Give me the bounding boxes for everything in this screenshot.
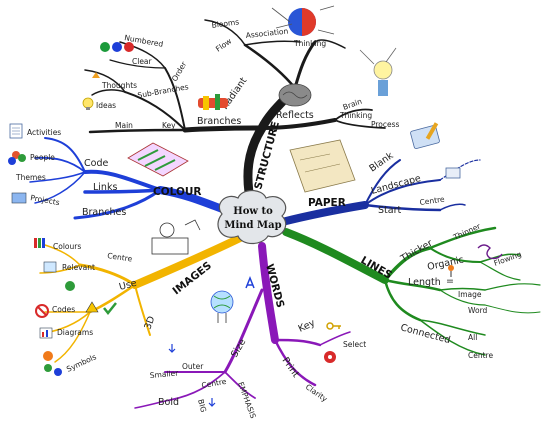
label-thinking-2: Thinking [339,111,372,120]
letter-a-icon [245,275,255,289]
label-size: Size [229,337,248,360]
label-branches: Branches [197,116,241,127]
organic-swirl-icon [477,244,503,260]
central-cloud-shape [217,189,287,245]
label-print: Print [280,355,302,379]
diagram-chart-icon [39,327,53,339]
warning-triangle-icon [85,301,99,313]
label-lines-centre: Centre [468,351,493,360]
label-words-centre: Centre [201,377,228,390]
label-ideas: Ideas [96,101,116,110]
red-button-icon [324,351,336,363]
label-reflects: Reflects [276,110,314,121]
label-organic: Organic [426,254,464,272]
label-symbols: Symbols [65,352,98,374]
people-icon [8,151,26,165]
colour-branch [29,137,240,220]
label-activities: Activities [27,128,61,137]
globe-figure-illustration-icon [210,290,234,323]
label-images-centre: Centre [107,251,133,263]
sort-arrows-small-icon [208,398,216,407]
picture-frame-icon [43,261,57,273]
label-emphasis: EMPHASIS [236,381,258,420]
paper-title: PAPER [308,197,346,209]
label-flow: Flow [214,36,233,53]
landscape-paper-icon [445,167,461,179]
paint-pencils-icon [34,238,45,248]
thought-hand-icon [92,72,100,78]
label-use: Use [118,278,138,293]
label-select: Select [343,340,366,349]
label-outer: Outer [182,362,204,371]
numbers-123-icon [100,42,134,52]
pencil-notebook-icon [410,122,440,150]
person-line-icon [448,265,454,277]
label-clarity: Clarity [304,382,330,404]
person-at-desk-illustration-icon [151,219,201,255]
colorful-ideas-doodle-icon [198,94,228,110]
label-connected: Connected [399,322,451,346]
sort-arrows-icon [168,344,176,353]
label-image: Image [458,290,482,299]
checkmark-icon [103,302,117,316]
label-association: Association [245,27,289,40]
label-process: Process [371,120,400,129]
label-colour-branches: Branches [82,207,126,218]
paper-branch [278,159,481,226]
no-sign-icon [35,304,49,318]
label-diagrams: Diagrams [57,328,93,337]
head-brain-illustration-icon [271,5,335,36]
central-topic[interactable]: How to Mind Map [217,189,287,245]
label-people: People [30,153,55,162]
symbols-question-icon [43,351,62,376]
label-sub-branches: Sub-Branches [137,82,190,100]
label-blank: Blank [367,150,395,174]
activities-list-icon [9,123,23,139]
brain-icon [278,83,312,107]
label-landscape: Landscape [370,173,422,197]
label-colours: Colours [53,242,81,251]
words-branch [134,242,351,409]
label-smaller: Smaller [149,368,179,380]
label-all: All [468,333,477,342]
label-blooms: Blooms [211,17,240,30]
lightbulb-icon [82,97,94,110]
green-circle-icon [65,281,75,291]
label-equals: = [446,276,454,287]
colour-swatches-icon [127,142,189,177]
label-order: Order [170,59,189,83]
label-paper-centre: Centre [419,195,445,207]
label-thoughts: Thoughts [101,81,137,90]
label-start: Start [378,205,401,216]
central-title-line1: How to [233,206,273,217]
label-3d: 3D [142,315,157,331]
lines-branch [282,226,541,356]
map-paper-icon [289,139,356,193]
label-word: Word [468,306,488,315]
label-main: Main [115,121,133,130]
central-title-line2: Mind Map [224,220,281,231]
label-bold: Bold [158,397,179,408]
colour-title: COLOUR [153,186,202,198]
images-branch [39,234,244,363]
label-links: Links [93,182,117,193]
label-codes: Codes [52,305,75,314]
key-icon [326,322,341,330]
figure-with-lightbulb-icon [359,47,397,96]
label-relevant: Relevant [62,263,95,272]
label-big: BIG [196,398,208,413]
label-thinking: Thinking [293,39,326,48]
label-length: Length [408,277,441,288]
label-key-word: Key [297,317,318,334]
projects-folder-icon [11,192,27,204]
label-themes: Themes [15,173,46,182]
label-code: Code [84,158,108,169]
label-key: Key [162,121,176,130]
label-clear: Clear [132,57,153,66]
